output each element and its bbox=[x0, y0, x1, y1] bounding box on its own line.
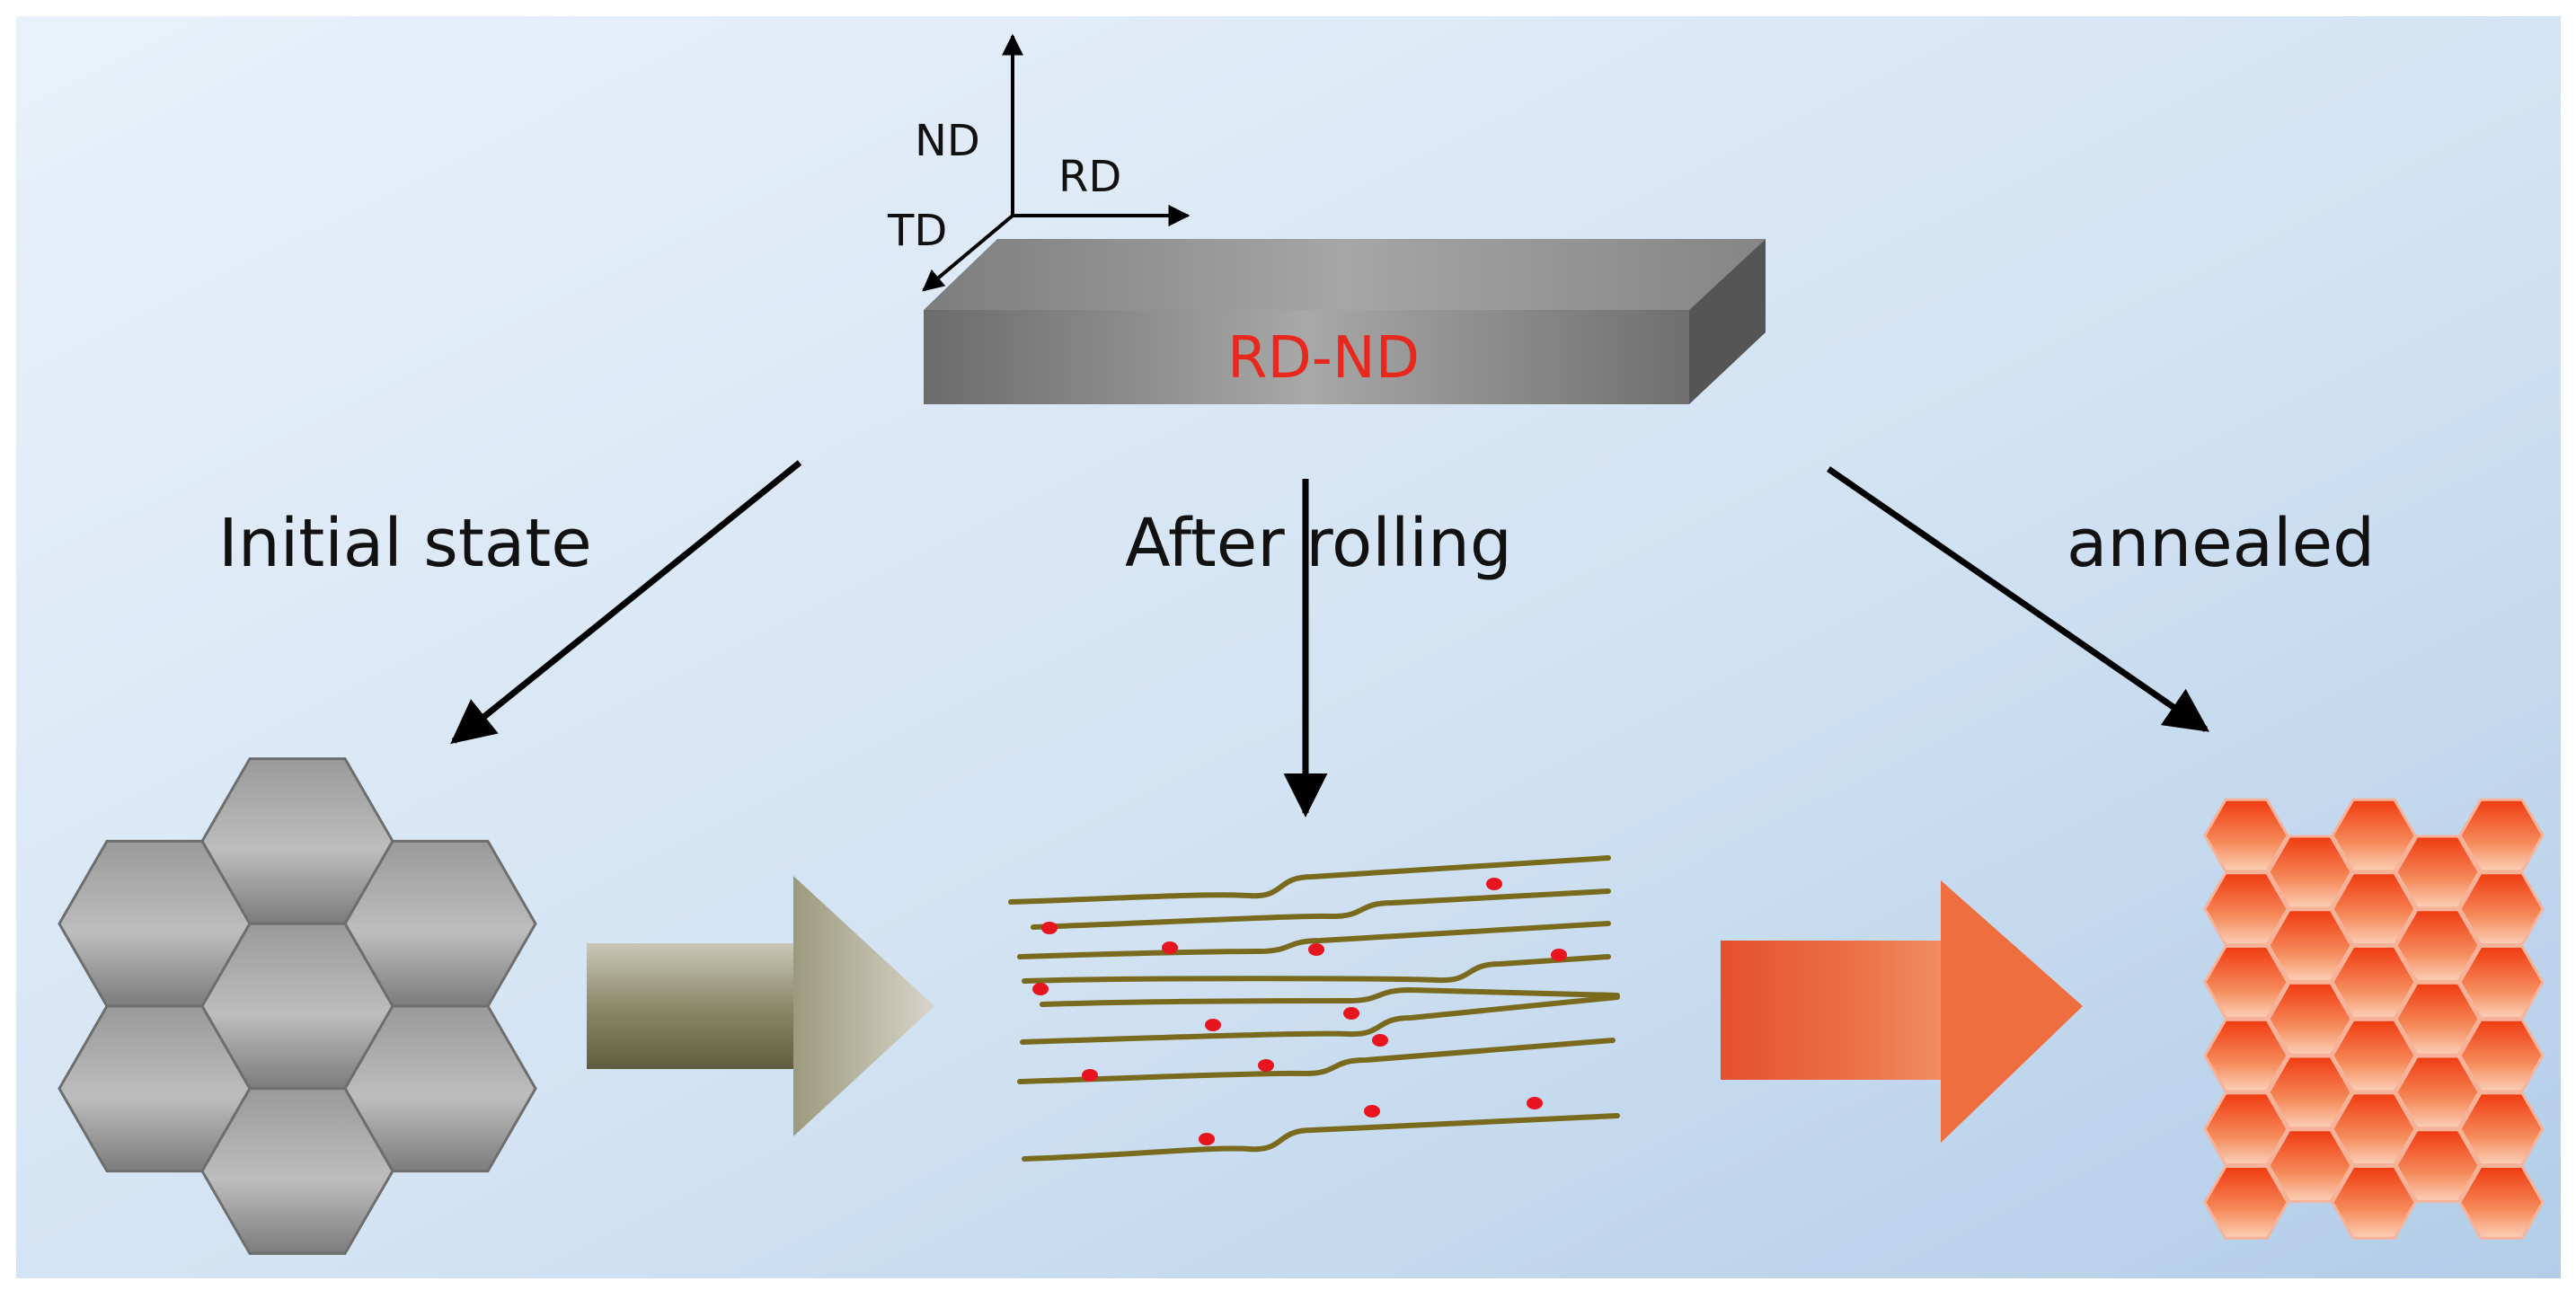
nd-axis-label: ND bbox=[915, 116, 980, 166]
annealed-grain bbox=[2458, 798, 2545, 873]
gray-grain bbox=[200, 1087, 394, 1255]
precipitate-dot bbox=[1162, 941, 1178, 954]
annealed-grain bbox=[2267, 835, 2353, 910]
precipitate-dot bbox=[1041, 922, 1058, 934]
precipitate-dot bbox=[1372, 1034, 1388, 1047]
annealed-grain bbox=[2203, 798, 2289, 873]
precipitate-dot bbox=[1364, 1105, 1380, 1118]
initial-grain-cluster bbox=[58, 757, 537, 1255]
annealed-grain bbox=[2203, 945, 2289, 1020]
annealed-grain bbox=[2395, 1128, 2481, 1203]
precipitate-dot bbox=[1308, 943, 1324, 956]
annealed-grain bbox=[2331, 1165, 2417, 1240]
elongated-grain-boundary bbox=[1022, 954, 1611, 984]
annealed-grain bbox=[2331, 798, 2417, 873]
precipitate-dot bbox=[1551, 949, 1567, 961]
rolling-arrow-head bbox=[793, 876, 934, 1136]
rd-axis-label: RD bbox=[1058, 152, 1121, 202]
after-rolling-label: After rolling bbox=[1125, 505, 1512, 582]
annealed-grain bbox=[2331, 1018, 2417, 1093]
annealed-grain bbox=[2458, 1018, 2545, 1093]
elongated-grain-boundary bbox=[1020, 994, 1620, 1045]
precipitate-dot bbox=[1205, 1019, 1221, 1031]
annealed-label: annealed bbox=[2067, 505, 2375, 582]
annealed-grain bbox=[2331, 1091, 2417, 1166]
precipitate-dot bbox=[1343, 1007, 1359, 1020]
slab-top-face bbox=[924, 239, 1766, 310]
annealed-grain bbox=[2203, 1018, 2289, 1093]
elongated-grain-boundary bbox=[1008, 855, 1611, 905]
annealed-grain bbox=[2331, 871, 2417, 946]
annealed-grain bbox=[2458, 871, 2545, 946]
annealed-grain bbox=[2203, 1165, 2289, 1240]
annealed-grain bbox=[2395, 981, 2481, 1056]
annealed-grain bbox=[2203, 871, 2289, 946]
annealed-grain-cluster bbox=[2203, 798, 2545, 1240]
precipitate-dot bbox=[1032, 983, 1049, 995]
precipitate-dot bbox=[1486, 878, 1502, 890]
annealed-grain bbox=[2267, 908, 2353, 983]
annealed-grain bbox=[2458, 1165, 2545, 1240]
precipitate-dot bbox=[1082, 1069, 1098, 1082]
annealing-arrow-shaft bbox=[1721, 941, 1941, 1080]
slab-side-face bbox=[1689, 239, 1766, 404]
annealed-grain bbox=[2331, 945, 2417, 1020]
annealed-grain bbox=[2395, 908, 2481, 983]
annealed-grain bbox=[2267, 981, 2353, 1056]
annealing-arrow-head bbox=[1941, 880, 2083, 1143]
arrow-to-initial bbox=[450, 460, 802, 745]
td-axis-arrow bbox=[922, 214, 1014, 292]
precipitate-dot bbox=[1527, 1097, 1543, 1109]
rolled-slab: RD-ND bbox=[924, 239, 1766, 404]
precipitate-particles bbox=[1032, 878, 1567, 1145]
arrow-to-annealed bbox=[1827, 466, 2210, 732]
annealing-process-arrow bbox=[1721, 880, 2083, 1143]
slab-front-face bbox=[924, 310, 1689, 404]
annealed-grain bbox=[2203, 1091, 2289, 1166]
elongated-grain-boundary bbox=[1022, 1113, 1620, 1162]
slab-label: RD-ND bbox=[1227, 325, 1420, 392]
annealed-grain bbox=[2395, 1055, 2481, 1130]
initial-state-label: Initial state bbox=[218, 505, 592, 582]
annealed-grain bbox=[2267, 1128, 2353, 1203]
annealed-grain bbox=[2458, 1091, 2545, 1166]
elongated-grain-boundary bbox=[1031, 888, 1611, 930]
axis-system: ND RD TD bbox=[887, 33, 1191, 292]
annealed-grain bbox=[2395, 835, 2481, 910]
rolled-grain-boundaries bbox=[1008, 855, 1620, 1162]
elongated-grain-boundary bbox=[1040, 986, 1620, 1007]
annealed-grain bbox=[2458, 945, 2545, 1020]
rolling-process-arrow bbox=[587, 876, 934, 1136]
precipitate-dot bbox=[1258, 1059, 1274, 1072]
rolling-arrow-shaft bbox=[587, 943, 793, 1069]
td-axis-label: TD bbox=[887, 206, 947, 256]
elongated-grain-boundary bbox=[1017, 921, 1611, 959]
annealed-grain bbox=[2267, 1055, 2353, 1130]
elongated-grain-boundary bbox=[1017, 1038, 1616, 1084]
precipitate-dot bbox=[1199, 1133, 1215, 1145]
